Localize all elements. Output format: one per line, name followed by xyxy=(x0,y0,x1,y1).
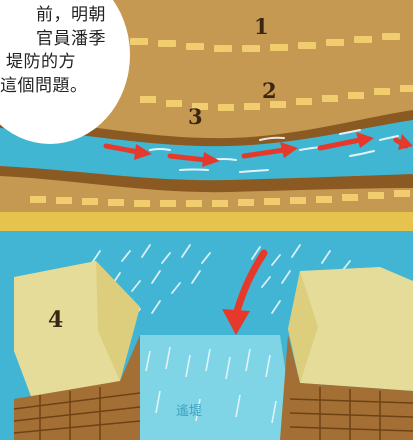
label-4: 4 xyxy=(48,307,64,333)
flow-arrows xyxy=(103,132,413,167)
levee-line-lower xyxy=(30,190,410,207)
label-1: 1 xyxy=(254,14,269,39)
bubble-line-1: 前，明朝 xyxy=(36,5,106,25)
spillway xyxy=(126,335,296,440)
panel-divider xyxy=(0,212,413,231)
label-2: 2 xyxy=(262,78,277,103)
speech-bubble-text: 前，明朝 官員潘季 堤防的方 這個問題。 xyxy=(0,4,150,98)
label-3: 3 xyxy=(188,104,203,129)
dam-diagram-panel: 4 xyxy=(0,231,413,440)
river-diagram-panel: 前，明朝 官員潘季 堤防的方 這個問題。 1 2 3 xyxy=(0,0,413,212)
levee-line-1 xyxy=(130,33,400,52)
bubble-line-3: 堤防的方 xyxy=(6,52,76,72)
dam-label: 遙堤 xyxy=(176,404,203,419)
bubble-line-4: 這個問題。 xyxy=(0,75,88,96)
right-dike-block xyxy=(280,267,413,440)
river xyxy=(0,120,413,181)
left-dike-block xyxy=(13,261,141,440)
flow-arrow-down xyxy=(222,249,268,335)
bubble-line-2: 官員潘季 xyxy=(36,28,106,49)
levee-line-2 xyxy=(140,85,413,111)
dam-diagram xyxy=(0,231,413,440)
